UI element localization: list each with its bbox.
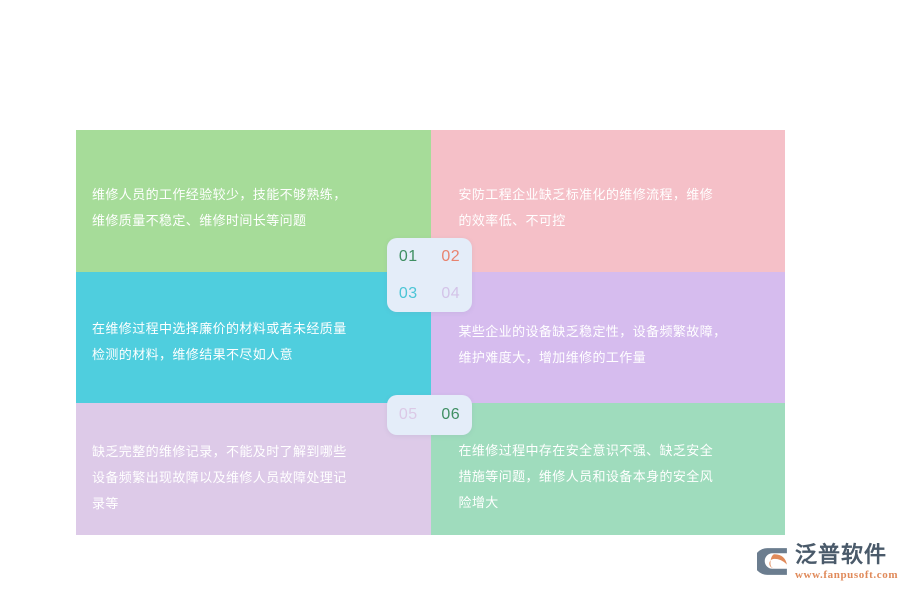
panel-05-text: 缺乏完整的维修记录，不能及时了解到哪些 设备频繁出现故障以及维修人员故障处理记 … xyxy=(92,444,347,511)
panel-03[interactable]: 在维修过程中选择廉价的材料或者未经质量 检测的材料，维修结果不尽如人意 xyxy=(76,272,431,403)
panel-05[interactable]: 缺乏完整的维修记录，不能及时了解到哪些 设备频繁出现故障以及维修人员故障处理记 … xyxy=(76,403,431,535)
brand-logo[interactable]: 泛普软件 www.fanpusoft.com xyxy=(757,543,897,593)
panel-04[interactable]: 某些企业的设备缺乏稳定性，设备频繁故障， 维护难度大，增加维修的工作量 xyxy=(430,272,785,403)
brand-name: 泛普软件 xyxy=(795,543,888,568)
badge-number-05[interactable]: 05 xyxy=(398,406,418,423)
badge-number-03[interactable]: 03 xyxy=(398,284,418,302)
panel-06[interactable]: 在维修过程中存在安全意识不强、缺乏安全 措施等问题，维修人员和设备本身的安全风 … xyxy=(430,403,785,535)
panel-03-text: 在维修过程中选择廉价的材料或者未经质量 检测的材料，维修结果不尽如人意 xyxy=(92,320,347,362)
panel-01[interactable]: 维修人员的工作经验较少，技能不够熟练， 维修质量不稳定、维修时间长等问题 xyxy=(76,130,431,272)
badge-box-top: 01 02 03 04 xyxy=(387,238,472,312)
fanpu-logo-icon xyxy=(757,548,787,575)
badge-number-04[interactable]: 04 xyxy=(441,284,461,302)
panel-06-text: 在维修过程中存在安全意识不强、缺乏安全 措施等问题，维修人员和设备本身的安全风 … xyxy=(458,443,714,510)
panel-02[interactable]: 安防工程企业缺乏标准化的维修流程，维修 的效率低、不可控 xyxy=(430,130,785,272)
badge-box-bottom: 05 06 xyxy=(387,395,472,435)
badge-number-01[interactable]: 01 xyxy=(398,247,418,265)
infographic-container: 维修人员的工作经验较少，技能不够熟练， 维修质量不稳定、维修时间长等问题 安防工… xyxy=(76,130,785,535)
badge-number-02[interactable]: 02 xyxy=(441,247,461,265)
brand-url: www.fanpusoft.com xyxy=(795,569,899,581)
panel-grid: 维修人员的工作经验较少，技能不够熟练， 维修质量不稳定、维修时间长等问题 安防工… xyxy=(76,130,785,535)
brand-text-wrap: 泛普软件 www.fanpusoft.com xyxy=(795,543,898,582)
badge-number-06[interactable]: 06 xyxy=(441,406,461,423)
panel-01-text: 维修人员的工作经验较少，技能不够熟练， 维修质量不稳定、维修时间长等问题 xyxy=(92,187,347,228)
panel-02-text: 安防工程企业缺乏标准化的维修流程，维修 的效率低、不可控 xyxy=(458,187,714,228)
panel-04-text: 某些企业的设备缺乏稳定性，设备频繁故障， 维护难度大，增加维修的工作量 xyxy=(458,323,727,365)
